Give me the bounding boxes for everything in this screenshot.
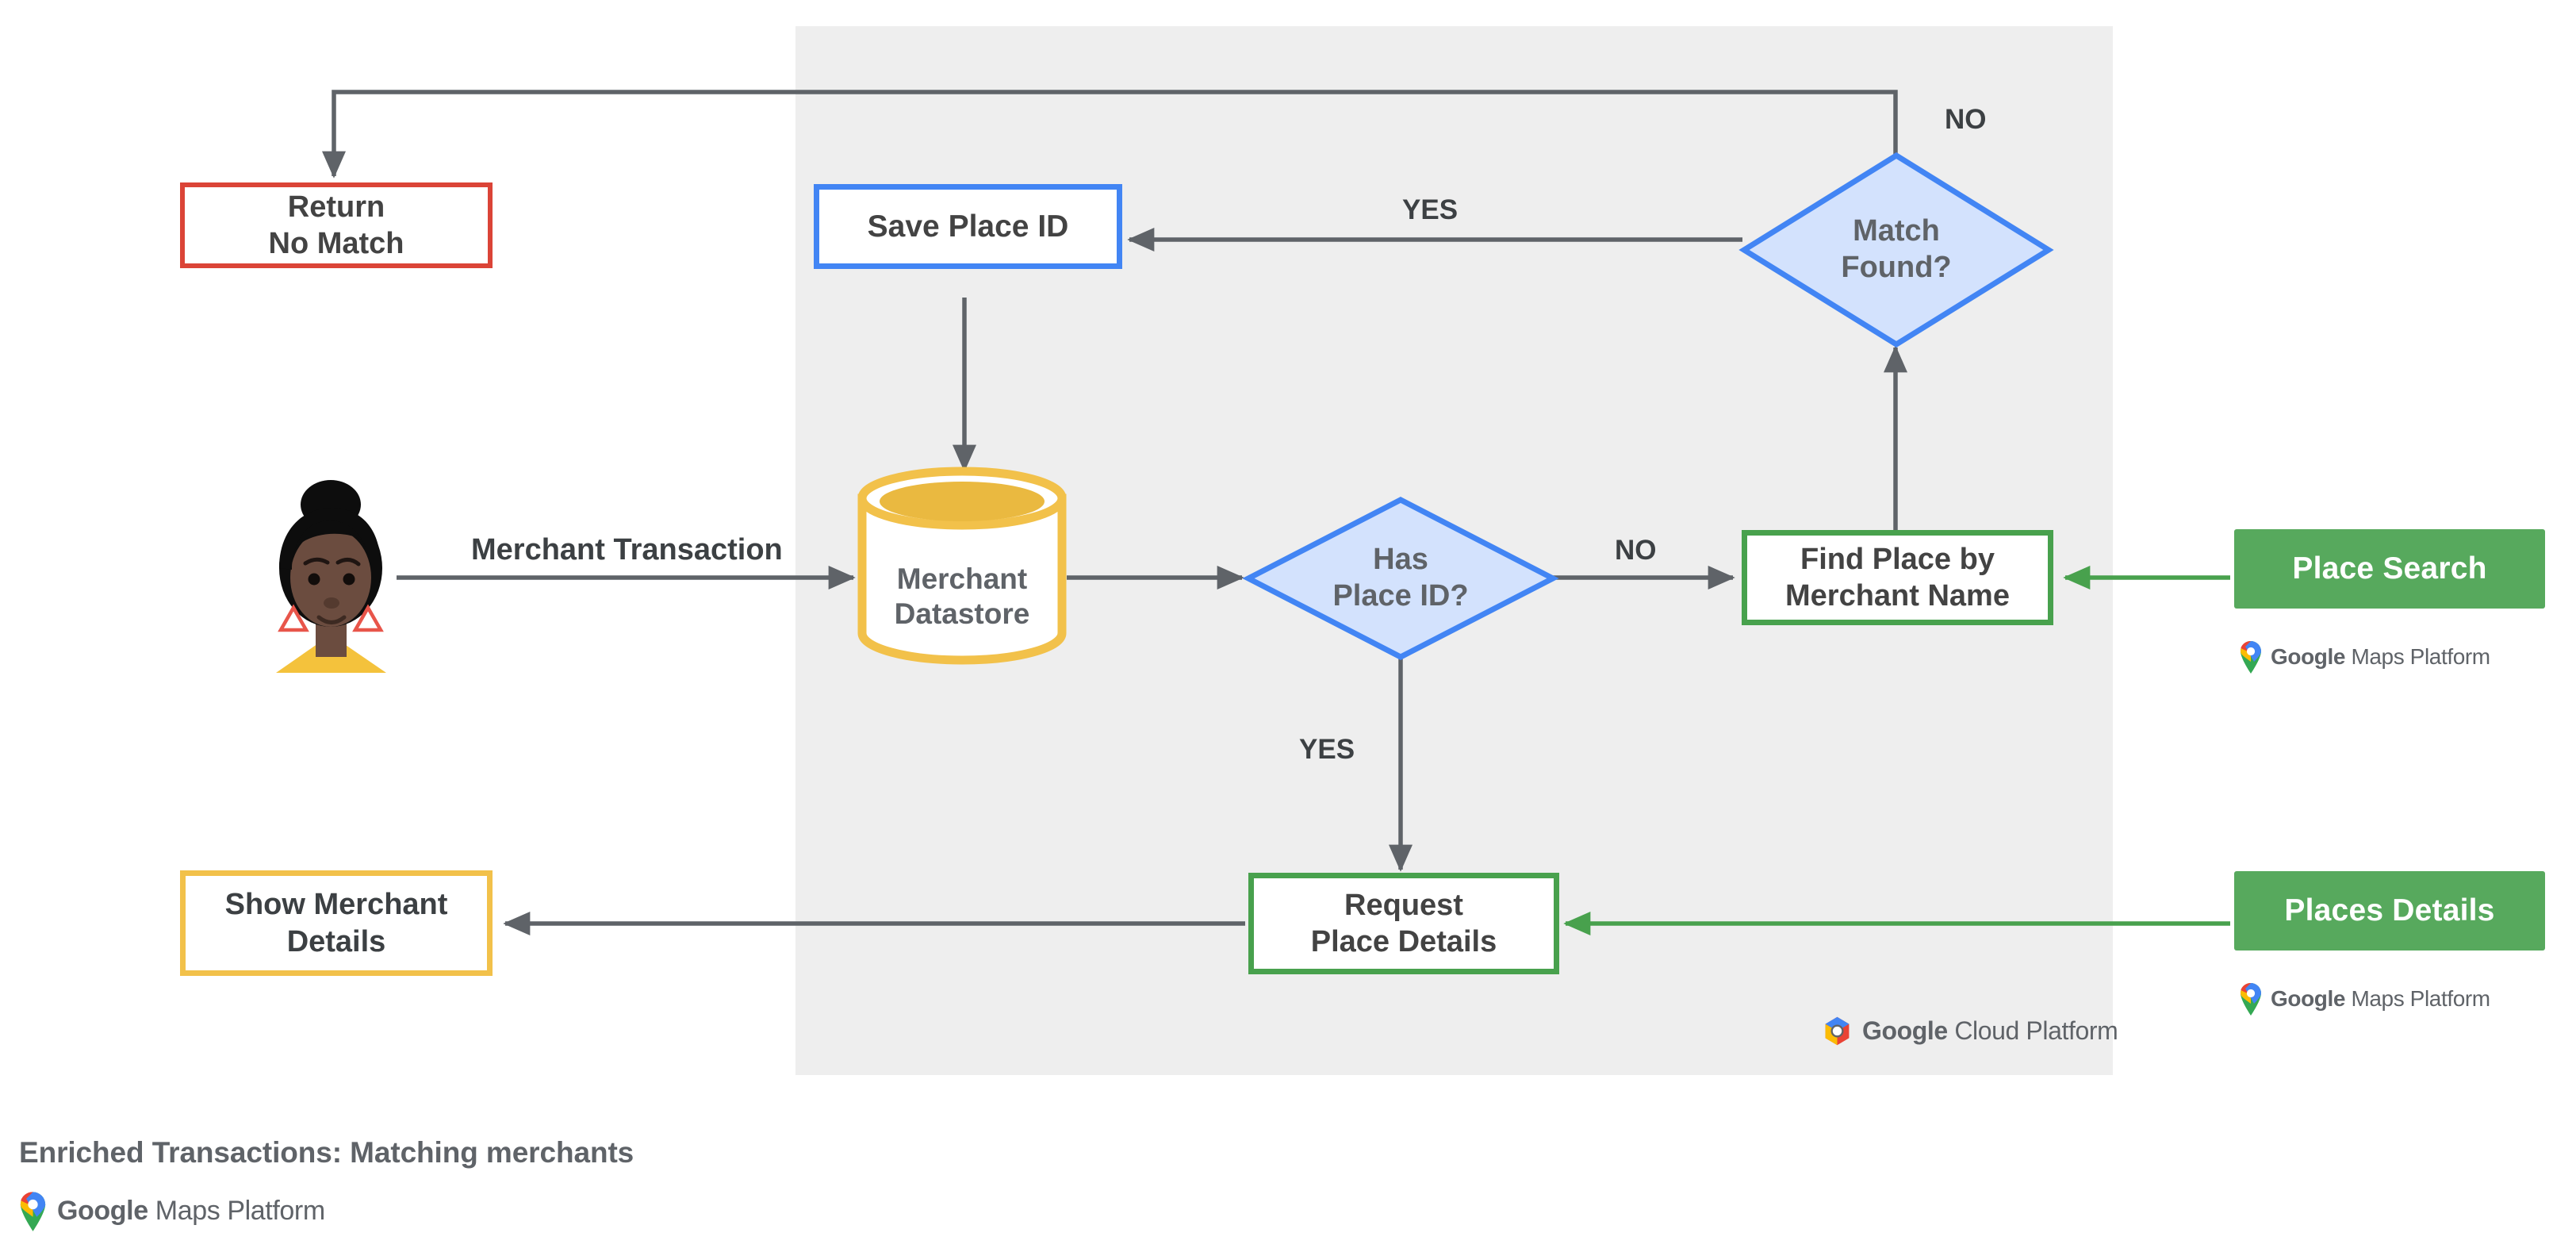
merchant-customer-avatar: [262, 467, 401, 673]
google-maps-pin-icon: [20, 1192, 46, 1231]
node-find-place-by-merchant-name[interactable]: Find Place by Merchant Name: [1742, 530, 2053, 625]
node-return-no-match[interactable]: Return No Match: [180, 182, 493, 268]
node-show-merchant-details[interactable]: Show Merchant Details: [180, 870, 493, 976]
google-maps-pin-icon: [2241, 982, 2261, 1016]
google-cloud-platform-lockup: Google Cloud Platform: [1821, 1015, 2118, 1047]
node-request-place-details[interactable]: Request Place Details: [1248, 873, 1559, 974]
google-cloud-hexagon-icon: [1825, 1016, 1850, 1046]
chip-place-search[interactable]: Place Search: [2234, 529, 2545, 609]
chip-place-search-label: Place Search: [2292, 551, 2487, 586]
footer-brand-lockup: Google Maps Platform: [17, 1190, 325, 1232]
google-maps-pin-icon: [2241, 640, 2261, 674]
edge-label-merchant-transaction: Merchant Transaction: [471, 533, 783, 566]
node-save-place-id[interactable]: Save Place ID: [814, 184, 1122, 269]
edge-label-match-found-yes: YES: [1402, 194, 1459, 225]
node-request-place-details-label: Request Place Details: [1310, 888, 1497, 958]
page-title: Enriched Transactions: Matching merchant…: [19, 1136, 634, 1169]
edge-match-found-no: [321, 90, 1898, 179]
place-search-brand-lockup: Google Maps Platform: [2238, 639, 2490, 674]
edge-label-has-place-id-yes: YES: [1299, 734, 1355, 765]
node-has-place-id[interactable]: Has Place ID?: [1242, 497, 1559, 660]
footer-brand-text: Google Maps Platform: [57, 1196, 325, 1226]
edge-label-has-place-id-no: NO: [1615, 535, 1657, 566]
node-show-merchant-details-label: Show Merchant Details: [224, 888, 448, 958]
node-save-place-id-label: Save Place ID: [867, 209, 1069, 244]
node-match-found[interactable]: Match Found?: [1738, 152, 2054, 348]
places-details-brand-text: Google Maps Platform: [2271, 986, 2490, 1011]
places-details-brand-lockup: Google Maps Platform: [2238, 981, 2490, 1016]
node-return-no-match-label: Return No Match: [268, 190, 404, 260]
chip-places-details-label: Places Details: [2284, 893, 2495, 927]
chip-places-details[interactable]: Places Details: [2234, 871, 2545, 951]
edge-label-match-found-no: NO: [1945, 104, 1987, 135]
node-find-place-by-merchant-name-label: Find Place by Merchant Name: [1785, 542, 2010, 613]
place-search-brand-text: Google Maps Platform: [2271, 644, 2490, 669]
google-cloud-platform-text: Google Cloud Platform: [1862, 1016, 2118, 1045]
node-merchant-datastore[interactable]: Merchant Datastore: [855, 467, 1069, 665]
